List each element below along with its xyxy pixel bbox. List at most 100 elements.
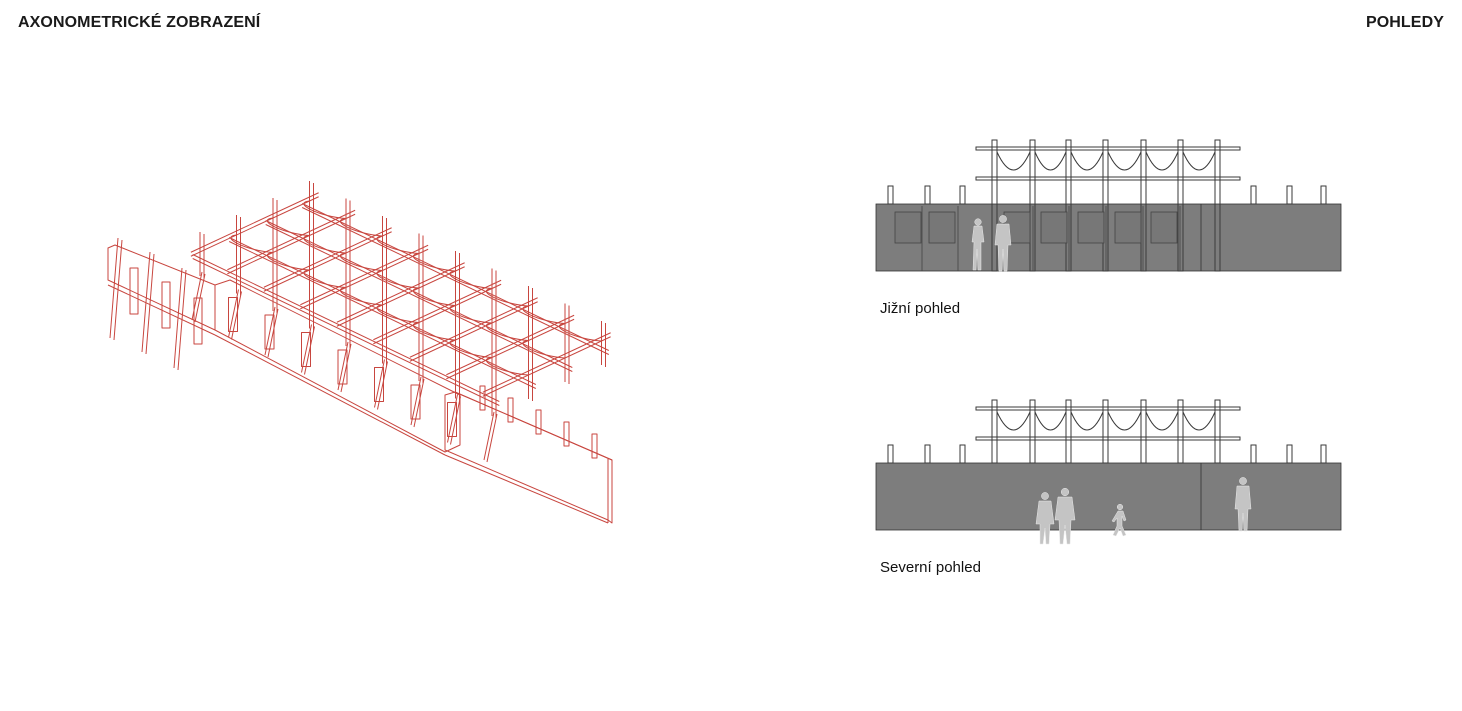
axo-panel [447, 402, 457, 437]
child-figure [1111, 503, 1127, 537]
axo-curve [266, 217, 310, 236]
person-figure [1035, 492, 1055, 545]
elev-column [1214, 139, 1221, 272]
elev-cable [996, 411, 1031, 431]
elev-column [1140, 139, 1147, 272]
axo-crossbeam-line [446, 314, 575, 376]
elev-post [1286, 444, 1293, 464]
elev-post [887, 185, 894, 205]
elev-column [1065, 139, 1072, 272]
elev-cable [1034, 411, 1067, 431]
person-figure [971, 218, 985, 271]
axo-curve [230, 234, 274, 253]
axo-curve [376, 270, 420, 289]
axo-wall-post [563, 421, 570, 447]
axo-curved-panels [230, 200, 602, 376]
south-view-caption: Jižní pohled [880, 300, 961, 317]
south-opening [1114, 211, 1142, 244]
axo-crossbeam-line [227, 209, 356, 271]
axo-curve [449, 270, 493, 289]
axo-leg [483, 411, 495, 461]
elev-column [991, 139, 998, 272]
south-posts [887, 185, 1327, 205]
axonometry-title: AXONOMETRICKÉ ZOBRAZENÍ [18, 14, 261, 31]
axo-crossbeam-line [300, 248, 429, 310]
elev-post [1250, 444, 1257, 464]
north-view-caption: Severní pohled [880, 559, 981, 576]
axo-curve [485, 288, 529, 307]
north-people [1035, 477, 1252, 545]
elev-column [1029, 139, 1036, 272]
elev-post [959, 185, 966, 205]
axo-curve [376, 304, 420, 323]
axo-leg [141, 251, 151, 353]
axo-curve [412, 322, 456, 341]
elev-column [991, 399, 998, 464]
south-opening [1077, 211, 1105, 244]
axo-crossbeam-line [482, 332, 611, 393]
elev-column [1177, 139, 1184, 272]
axo-panel [193, 297, 203, 345]
axo-curve [558, 323, 602, 342]
person-figure [994, 215, 1012, 272]
axo-crossbeam-line [190, 196, 319, 257]
axo-leg [145, 253, 155, 355]
axo-roof-crossbeams [190, 192, 611, 397]
elev-column [1029, 399, 1036, 464]
axo-curve [339, 287, 383, 306]
axo-wall-posts [479, 385, 598, 459]
elevations-title: POHLEDY [1365, 14, 1444, 31]
axo-crossbeam-line [227, 213, 356, 275]
elev-cable [1182, 151, 1216, 171]
elev-column [1102, 399, 1109, 464]
elev-post [1320, 185, 1327, 205]
person-figure [1234, 477, 1252, 532]
axo-crossbeam-line [263, 227, 392, 288]
axo-panel [228, 297, 238, 332]
north-posts [887, 444, 1327, 464]
axo-panel [410, 384, 421, 420]
elev-column [1140, 399, 1147, 464]
elev-cable [1145, 411, 1179, 431]
elev-cable [1034, 151, 1067, 171]
axo-curve [522, 305, 566, 324]
elev-cable [996, 151, 1031, 171]
axo-curve [266, 252, 310, 271]
axo-columns [109, 181, 606, 463]
elev-post [1286, 185, 1293, 205]
axo-crossbeam-line [373, 279, 502, 341]
elev-post [959, 444, 966, 464]
elev-post [924, 185, 931, 205]
axo-curve [303, 200, 347, 219]
axo-crossbeam-line [336, 262, 465, 323]
south-roof-frame [975, 139, 1241, 272]
axo-curve [376, 235, 420, 254]
axo-wall-panels [129, 267, 457, 437]
axo-panel [301, 332, 311, 367]
axo-crossbeam-line [482, 336, 611, 397]
axo-crossbeam-line [373, 283, 502, 345]
elev-post [924, 444, 931, 464]
axo-curve [412, 253, 456, 272]
axo-curve [449, 305, 493, 324]
elev-cable [1070, 151, 1104, 171]
axo-leg [486, 413, 498, 463]
south-people [971, 215, 1012, 272]
axo-curve [485, 357, 529, 376]
axo-crossbeam-line [409, 297, 538, 358]
axo-leg [113, 239, 123, 341]
axo-wall-post [479, 385, 486, 411]
elev-column [1177, 399, 1184, 464]
south-opening [1040, 211, 1068, 244]
axo-crossbeam-line [300, 244, 429, 306]
axonometric-drawing [107, 181, 613, 524]
axo-leg [109, 237, 119, 339]
axo-wall-post [535, 409, 542, 435]
axo-crossbeam-line [446, 318, 575, 380]
axo-panel [161, 281, 171, 329]
axo-crossbeam-line [409, 301, 538, 362]
north-wall [875, 462, 1342, 531]
person-figure [1054, 487, 1076, 545]
axo-curve [522, 340, 566, 359]
